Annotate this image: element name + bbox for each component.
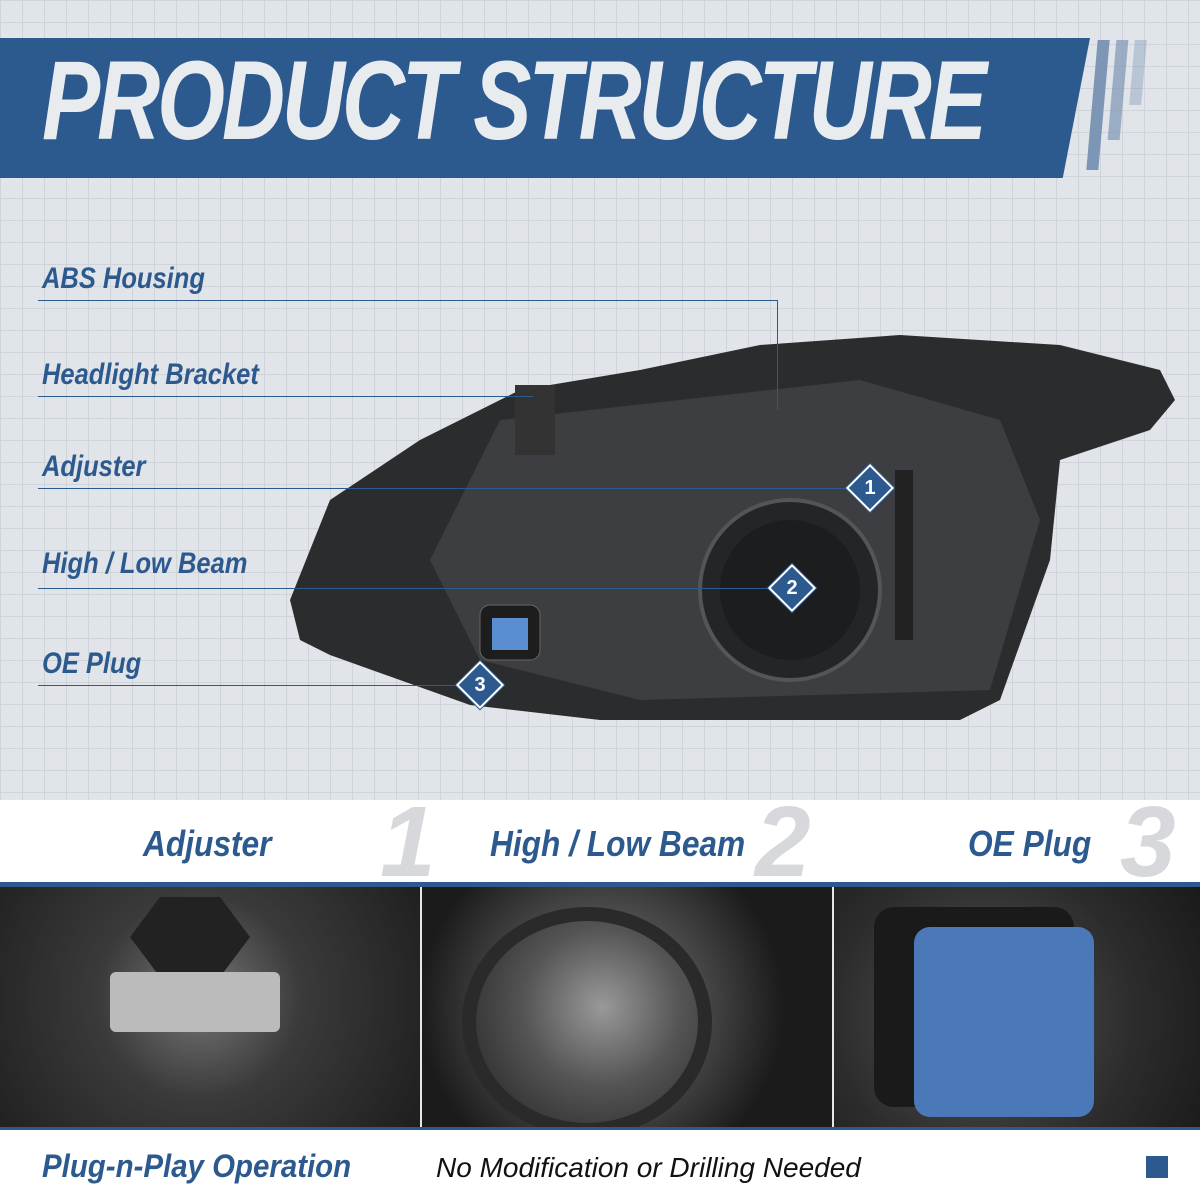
callout-line <box>38 685 463 686</box>
detail-label-adjuster: Adjuster <box>143 823 272 864</box>
detail-number-2: 2 <box>755 786 811 898</box>
callout-abs-housing: ABS Housing <box>42 262 205 295</box>
callout-high-low-beam: High / Low Beam <box>42 547 248 580</box>
footer-headline: Plug-n-Play Operation <box>42 1148 352 1184</box>
detail-number-1: 1 <box>380 786 436 898</box>
callout-line <box>38 588 773 589</box>
detail-label-band <box>0 800 1200 884</box>
title-banner <box>0 38 1090 178</box>
adjuster-photo <box>0 887 420 1127</box>
footer: Plug-n-Play Operation No Modification or… <box>0 1127 1200 1200</box>
callout-line <box>38 300 778 301</box>
callout-headlight-bracket: Headlight Bracket <box>42 358 259 391</box>
page-title: PRODUCT STRUCTURE <box>42 38 987 163</box>
divider <box>0 882 1200 887</box>
callout-line <box>777 300 778 410</box>
footer-square-icon <box>1146 1156 1168 1178</box>
detail-label-plug: OE Plug <box>968 823 1092 864</box>
callout-adjuster: Adjuster <box>42 450 146 483</box>
detail-label-beam: High / Low Beam <box>490 823 746 864</box>
headlight-image <box>290 335 1175 720</box>
callout-line <box>38 488 850 489</box>
callout-line <box>38 396 533 397</box>
detail-number-3: 3 <box>1120 786 1176 898</box>
footer-subtext: No Modification or Drilling Needed <box>436 1152 861 1183</box>
beam-photo <box>422 887 832 1127</box>
callout-oe-plug: OE Plug <box>42 647 142 680</box>
oe-plug-photo <box>834 887 1200 1127</box>
